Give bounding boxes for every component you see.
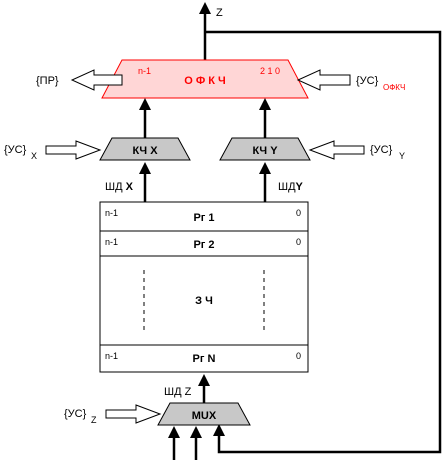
- kch-x-control-label: {УС}: [4, 144, 27, 156]
- register-lsb: 0: [296, 208, 301, 218]
- alu-control-label: {УС}: [356, 75, 379, 87]
- feedback-arrowhead: [213, 424, 225, 436]
- kch-y-block: [219, 137, 311, 161]
- alu-msb-label: n-1: [138, 66, 151, 76]
- register-name: Рг 1: [193, 212, 214, 224]
- register-row-1: n-1 Рг 1 0: [105, 208, 301, 224]
- alu-bits-label: 2 1 0: [260, 66, 280, 76]
- register-name: Рг 2: [193, 239, 214, 251]
- feedback-loop-line: [205, 30, 442, 454]
- alu-result-label: {ПР}: [36, 75, 59, 87]
- alu-control-hollow-arrow: [296, 69, 351, 91]
- bus-y-label: ШДY: [278, 181, 304, 193]
- bus-x-label: ШД X: [105, 181, 134, 193]
- bus-z-arrowhead: [198, 374, 210, 386]
- mux-input-1-arrowhead: [168, 426, 180, 438]
- kch-y-name: КЧ Y: [252, 145, 278, 157]
- mux-name: MUX: [192, 410, 217, 422]
- alu-name: О Ф К Ч: [184, 75, 226, 87]
- register-lsb: 0: [296, 351, 301, 361]
- memory-block: [99, 201, 309, 373]
- memory-name: З Ч: [195, 295, 213, 307]
- register-lsb: 0: [296, 237, 301, 247]
- mux-control-label: {УС}: [64, 408, 87, 420]
- bus-z-label: ШД Z: [164, 386, 192, 398]
- bus-y-arrowhead: [259, 162, 271, 174]
- kch-x-block: [99, 137, 191, 161]
- register-name: Рг N: [193, 353, 216, 365]
- register-msb: n-1: [105, 237, 118, 247]
- alu-result-hollow-arrow: [70, 69, 123, 91]
- kch-x-control-hollow-arrow: [45, 140, 102, 160]
- kch-y-control-label: {УС}: [370, 144, 393, 156]
- mux-control-subscript: Z: [91, 415, 97, 425]
- output-z-label: Z: [216, 7, 223, 19]
- register-msb: n-1: [105, 351, 118, 361]
- output-z-arrowhead: [199, 2, 211, 14]
- register-row-n: n-1 Рг N 0: [105, 351, 301, 365]
- kch-x-name: КЧ X: [132, 145, 158, 157]
- bus-x-arrowhead: [139, 162, 151, 174]
- kchx-to-alu-arrowhead: [139, 98, 151, 110]
- kch-y-control-subscript: Y: [399, 151, 405, 161]
- kchy-to-alu-arrowhead: [259, 98, 271, 110]
- register-msb: n-1: [105, 208, 118, 218]
- alu-control-subscript: ОФКЧ: [383, 83, 405, 92]
- kch-x-control-subscript: X: [31, 151, 37, 161]
- mux-control-hollow-arrow: [105, 404, 162, 424]
- mux-block: [157, 402, 251, 426]
- mux-input-2-arrowhead: [190, 426, 202, 438]
- register-row-2: n-1 Рг 2 0: [105, 237, 301, 251]
- kch-y-control-hollow-arrow: [308, 140, 365, 160]
